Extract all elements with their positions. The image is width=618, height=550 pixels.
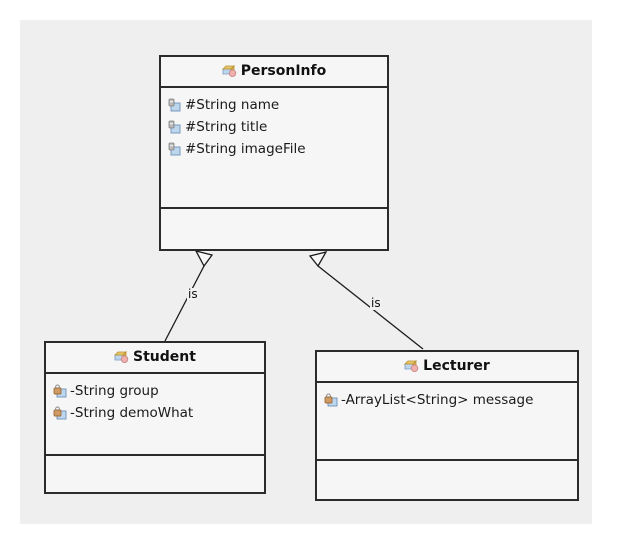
attributes-compartment-student: -String group -String demoWhat: [46, 374, 264, 456]
operations-compartment-student: [46, 456, 264, 492]
class-header-lecturer: Lecturer: [317, 352, 577, 383]
attribute-row[interactable]: #String name: [168, 94, 387, 116]
protected-attribute-icon: [168, 142, 182, 156]
class-box-personinfo[interactable]: PersonInfo #String name: [159, 55, 389, 251]
private-attribute-icon: [53, 406, 67, 420]
attributes-compartment-lecturer: -ArrayList<String> message: [317, 383, 577, 461]
attribute-label: #String imageFile: [185, 141, 306, 157]
attribute-row[interactable]: -ArrayList<String> message: [324, 389, 577, 411]
attribute-row[interactable]: #String title: [168, 116, 387, 138]
class-name-personinfo: PersonInfo: [240, 63, 327, 79]
private-attribute-icon: [324, 393, 338, 407]
class-header-personinfo: PersonInfo: [161, 57, 387, 88]
class-header-student: Student: [46, 343, 264, 374]
attribute-label: -String group: [70, 383, 159, 399]
attribute-label: -ArrayList<String> message: [341, 392, 534, 408]
class-box-lecturer[interactable]: Lecturer -ArrayList<String> message: [315, 350, 579, 501]
class-name-student: Student: [133, 349, 196, 365]
class-icon: [404, 359, 419, 373]
operations-compartment-personinfo: [161, 209, 387, 249]
class-name-lecturer: Lecturer: [423, 358, 490, 374]
relationship-label-student: is: [187, 287, 199, 301]
class-icon: [114, 350, 129, 364]
attribute-label: #String name: [185, 97, 280, 113]
relationship-label-lecturer: is: [370, 296, 382, 310]
diagram-canvas[interactable]: PersonInfo (left generalization) --> Per…: [20, 20, 592, 524]
attribute-row[interactable]: -String demoWhat: [53, 402, 264, 424]
attribute-row[interactable]: #String imageFile: [168, 138, 387, 160]
attribute-label: #String title: [185, 119, 268, 135]
protected-attribute-icon: [168, 98, 182, 112]
attribute-label: -String demoWhat: [70, 405, 194, 421]
generalization-lecturer-personinfo: [308, 250, 424, 350]
class-box-student[interactable]: Student -String group: [44, 341, 266, 494]
private-attribute-icon: [53, 384, 67, 398]
class-icon: [221, 64, 237, 78]
protected-attribute-icon: [168, 120, 182, 134]
attribute-row[interactable]: -String group: [53, 380, 264, 402]
operations-compartment-lecturer: [317, 461, 577, 499]
attributes-compartment-personinfo: #String name #String title: [161, 88, 387, 209]
